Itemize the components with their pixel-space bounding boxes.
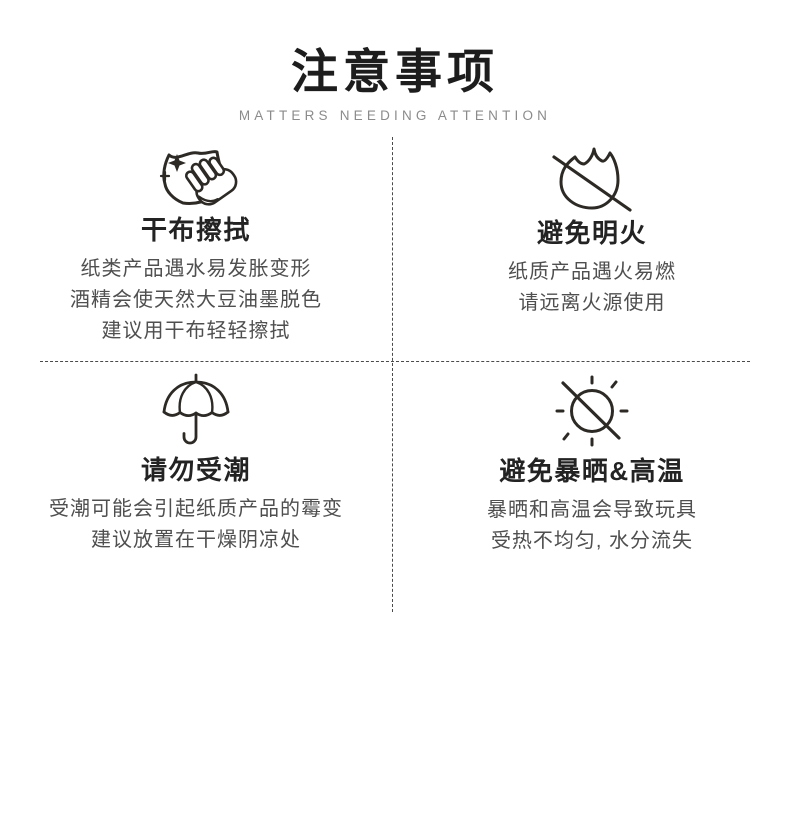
page-title: 注意事项 xyxy=(291,45,499,98)
section-dry-wipe: 干布擦拭 纸类产品遇水易发胀变形 酒精会使天然大豆油墨脱色 建议用干布轻轻擦拭 xyxy=(0,142,392,347)
body-line: 暴晒和高温会导致玩具 xyxy=(487,499,697,521)
cloth-wipe-icon xyxy=(159,150,238,206)
body-line: 纸质产品遇火易燃 xyxy=(508,261,676,283)
section-body: 纸类产品遇水易发胀变形 酒精会使天然大豆油墨脱色 建议用干布轻轻擦拭 xyxy=(0,254,392,347)
section-avoid-open-flame: 避免明火 纸质产品遇火易燃 请远离火源使用 xyxy=(396,140,788,319)
body-line: 建议放置在干燥阴凉处 xyxy=(91,529,301,551)
body-line: 请远离火源使用 xyxy=(518,292,666,314)
vertical-dashed-divider xyxy=(392,137,393,612)
section-body: 受潮可能会引起纸质产品的霉变 建议放置在干燥阴凉处 xyxy=(0,494,392,556)
page-subtitle: MATTERS NEEDING ATTENTION xyxy=(238,108,552,124)
body-line: 建议用干布轻轻擦拭 xyxy=(101,320,291,342)
section-title: 请勿受潮 xyxy=(140,455,251,485)
body-line: 酒精会使天然大豆油墨脱色 xyxy=(70,289,322,311)
horizontal-dashed-divider xyxy=(40,361,750,362)
no-open-flame-icon xyxy=(552,147,632,212)
body-line: 受热不均匀, 水分流失 xyxy=(490,530,694,552)
umbrella-icon xyxy=(162,373,230,445)
body-line: 受潮可能会引起纸质产品的霉变 xyxy=(49,498,343,520)
page-header: 注意事项 MATTERS NEEDING ATTENTION xyxy=(0,0,790,123)
section-body: 暴晒和高温会导致玩具 受热不均匀, 水分流失 xyxy=(396,495,788,557)
section-title: 避免暴晒&高温 xyxy=(499,456,685,486)
section-avoid-sun-and-heat: 避免暴晒&高温 暴晒和高温会导致玩具 受热不均匀, 水分流失 xyxy=(396,370,788,557)
section-keep-away-from-moisture: 请勿受潮 受潮可能会引起纸质产品的霉变 建议放置在干燥阴凉处 xyxy=(0,370,392,556)
no-sun-high-temp-icon xyxy=(555,375,628,447)
body-line: 纸类产品遇水易发胀变形 xyxy=(80,258,312,280)
section-title: 避免明火 xyxy=(536,218,647,248)
section-title: 干布擦拭 xyxy=(140,215,251,245)
section-body: 纸质产品遇火易燃 请远离火源使用 xyxy=(396,257,788,319)
